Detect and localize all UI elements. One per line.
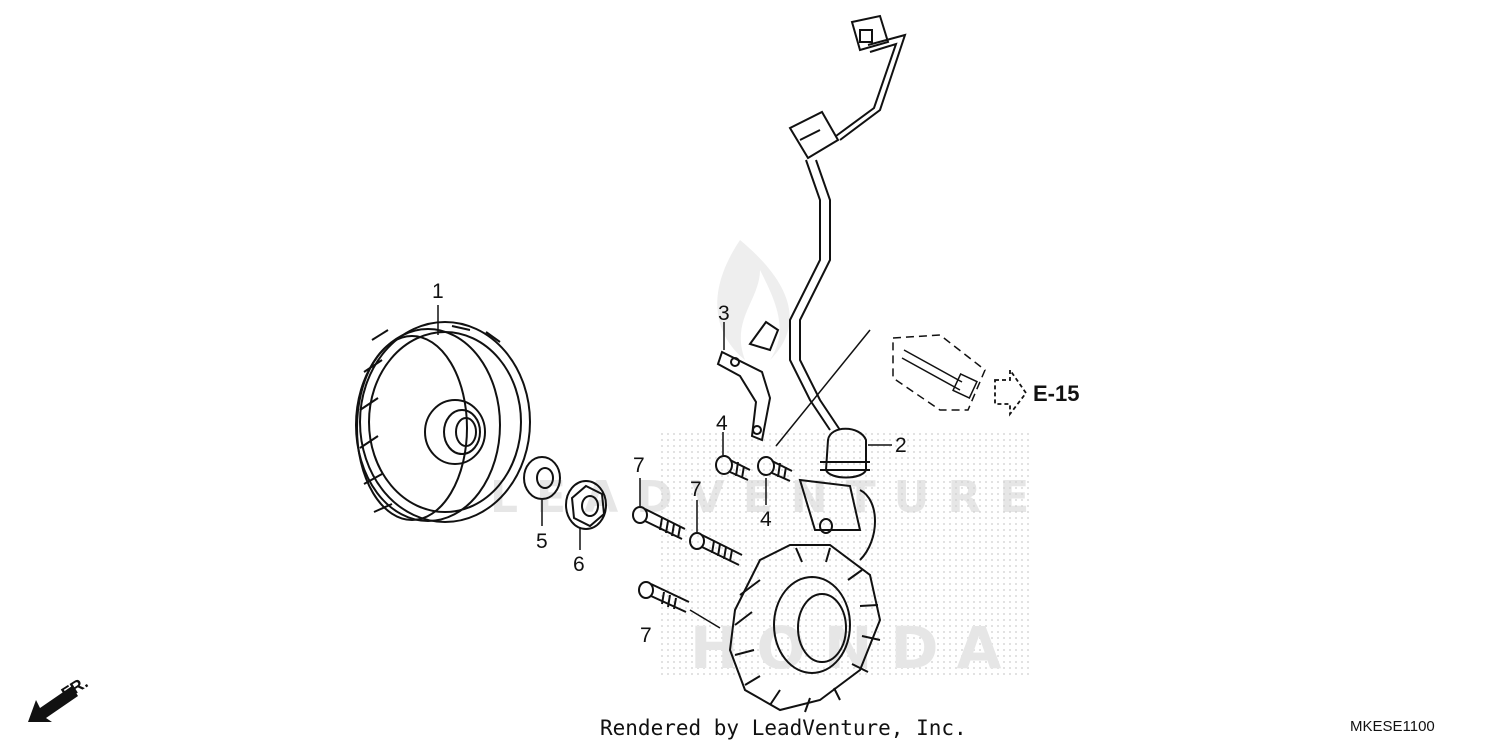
- wire-harness: [789, 33, 907, 431]
- watermark: LEADVENTURE HONDA: [490, 240, 1030, 682]
- callout-nut: 6: [573, 553, 585, 576]
- bolt-7a-part[interactable]: [632, 506, 686, 540]
- watermark-maker: HONDA: [690, 614, 1019, 682]
- reference-bolt-group: [775, 329, 986, 447]
- flange-nut-part[interactable]: [565, 480, 607, 530]
- callout-bolt-7b: 7: [690, 478, 702, 501]
- callout-bolt-4b: 4: [760, 508, 772, 531]
- rendered-by-credit: Rendered by LeadVenture, Inc.: [600, 716, 967, 740]
- callout-stator-lead: 2: [895, 434, 907, 457]
- stator-part[interactable]: [728, 427, 882, 713]
- bolt-7c-part[interactable]: [638, 581, 690, 613]
- callout-bolt-4a: 4: [716, 412, 728, 435]
- bolt-7b-part[interactable]: [689, 532, 743, 566]
- lower-connector-part[interactable]: [788, 110, 840, 160]
- bolt-4a-part[interactable]: [715, 455, 751, 481]
- callout-bolt-7a: 7: [633, 454, 645, 477]
- callout-bracket: 3: [718, 302, 730, 325]
- callout-bolt-7c: 7: [640, 624, 652, 647]
- reference-arrow-icon[interactable]: [994, 367, 1028, 417]
- reference-label[interactable]: E-15: [1033, 381, 1079, 406]
- bolt-4b-part[interactable]: [757, 456, 793, 482]
- flywheel-part[interactable]: [355, 321, 531, 523]
- watermark-flame-icon: [717, 240, 790, 360]
- upper-connector-part[interactable]: [850, 14, 890, 52]
- cable-bracket-part[interactable]: [716, 320, 780, 442]
- callout-flywheel: 1: [432, 280, 444, 303]
- washer-part[interactable]: [523, 456, 561, 500]
- callout-labels: 1 2 3 4 4 5 6 7 7 7: [432, 280, 907, 647]
- callout-washer: 5: [536, 530, 548, 553]
- front-indicator: FR.: [28, 673, 91, 722]
- diagram-code: MKESE1100: [1350, 718, 1435, 735]
- front-arrow-icon: [28, 686, 78, 722]
